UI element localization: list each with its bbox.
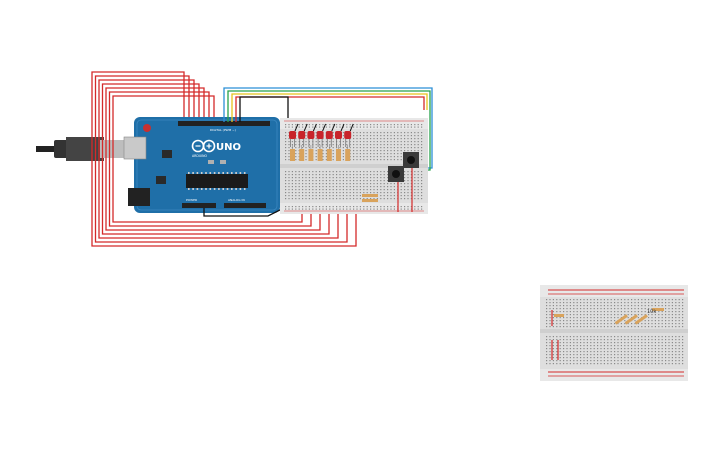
led-ground-lead [349,123,354,132]
yellow-wire [231,93,428,122]
led-resistor[interactable] [345,145,351,161]
led-ground-lead [294,123,299,132]
breadboard-small[interactable]: 10k [540,285,688,381]
led[interactable] [289,131,296,147]
arduino-logo-icon [191,139,216,153]
led-ground-lead [322,123,327,132]
power-jack [128,188,150,206]
led[interactable] [344,131,352,147]
pulldown-resistors[interactable] [362,168,413,212]
led[interactable] [335,131,342,147]
usb-port [123,136,147,160]
red-power-wire [235,96,425,122]
led-ground-lead [303,123,308,132]
pushbutton-1[interactable] [388,166,404,182]
led[interactable] [298,131,306,147]
resistor-label: 10k [647,309,656,315]
power-header-label: POWER [186,198,197,202]
led-resistor[interactable] [326,145,332,161]
resistor-group[interactable] [554,308,664,325]
reset-button[interactable] [143,124,151,132]
led-ground-lead [312,123,317,132]
led[interactable] [307,131,315,147]
analog-header-label: ANALOG IN [228,198,245,202]
arduino-uno-board[interactable]: UNO ARDUINO DIGITAL (PWM ~) POWER ANALOG… [123,117,280,213]
pushbutton-2[interactable] [403,152,419,168]
digital-header [178,121,270,126]
digital-header-label: DIGITAL (PWM ~) [210,128,236,132]
usb-cable[interactable] [36,137,138,161]
led-resistor[interactable] [308,145,314,161]
led-resistor[interactable] [299,145,305,161]
maker-label: ARDUINO [192,154,208,158]
led-resistor[interactable] [317,145,323,161]
power-header [182,203,216,208]
brand-label: UNO [216,142,241,153]
led-ground-lead [340,123,345,132]
led[interactable] [316,131,324,147]
led[interactable] [325,131,333,147]
analog-header [224,203,266,208]
led-ground-lead [331,123,336,132]
led-resistor[interactable] [336,145,341,161]
led-resistor[interactable] [290,145,295,161]
led-row[interactable] [289,123,354,161]
atmega-chip [186,174,248,188]
